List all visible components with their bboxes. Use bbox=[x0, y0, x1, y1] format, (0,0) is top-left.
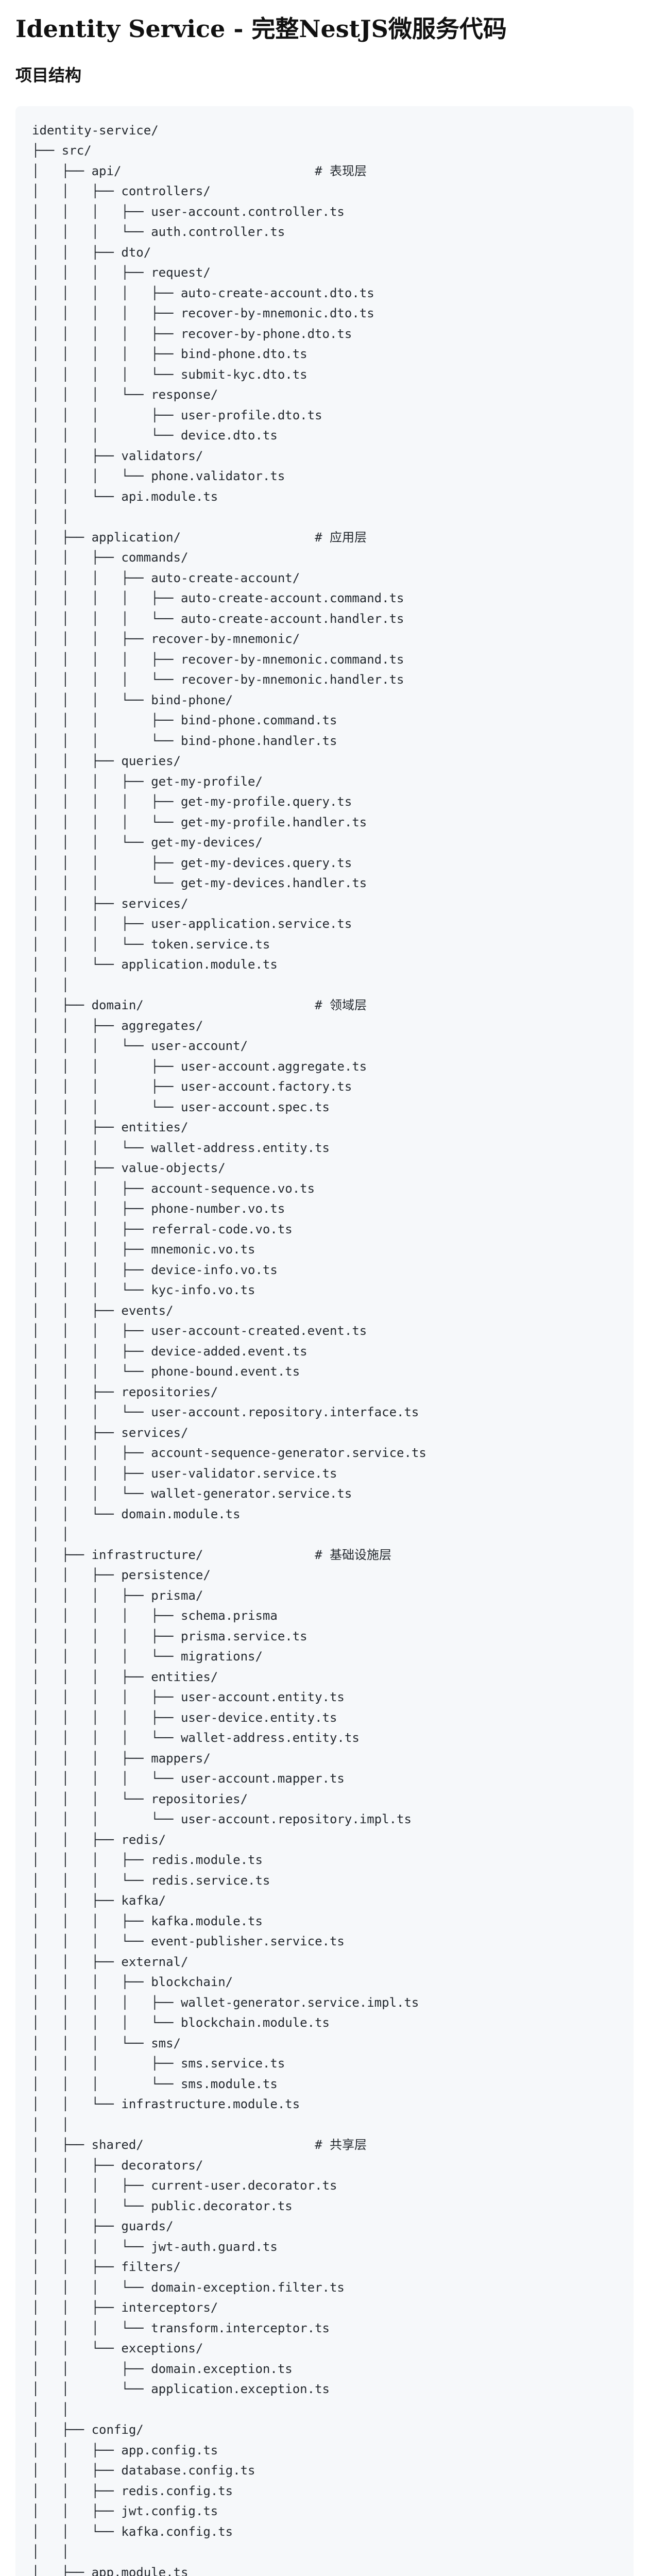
page-title: Identity Service - 完整NestJS微服务代码 bbox=[15, 15, 507, 43]
section-heading-project-structure: 项目结构 bbox=[15, 65, 82, 85]
project-structure-code-block: identity-service/ ├── src/ │ ├── api/ # … bbox=[15, 106, 634, 2576]
file-tree: identity-service/ ├── src/ │ ├── api/ # … bbox=[32, 123, 426, 2576]
